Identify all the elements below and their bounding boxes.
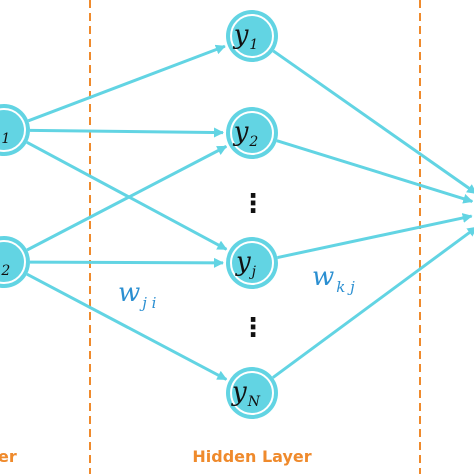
edge-x1-to-y2 (29, 127, 225, 138)
node-yj-circle (226, 237, 278, 289)
node-yN-circle (226, 367, 278, 419)
edge-yj-to-z (277, 213, 473, 260)
node-x2-label: x2 (0, 246, 10, 279)
node-x1: x1 (0, 104, 30, 156)
ellipsis-lower: ⋮ (240, 313, 266, 343)
node-x1-label: x1 (0, 114, 10, 147)
input-layer-label: er (0, 447, 17, 466)
node-yj-inner-ring (230, 241, 274, 285)
node-yN-label: yN (231, 377, 261, 410)
edge-x1-to-yj (26, 140, 228, 251)
ellipsis-upper: ⋮ (240, 189, 266, 219)
edge-x2-to-yj (29, 257, 225, 268)
node-y2-circle (226, 107, 278, 159)
node-x1-inner-ring (0, 108, 26, 152)
node-y1-label: y1 (233, 20, 259, 53)
node-yN-symbol: y (231, 377, 247, 407)
node-yj: yj (226, 237, 278, 289)
node-yN-inner-ring (230, 371, 274, 415)
node-y1-inner-ring (230, 14, 274, 58)
node-x2-symbol: x (0, 246, 1, 276)
node-y2-inner-ring (230, 111, 274, 155)
node-y1-subscript: 1 (249, 37, 258, 53)
node-y1: y1 (226, 10, 278, 62)
node-x2-circle (0, 236, 30, 288)
edge-x2-to-yN (26, 272, 228, 381)
node-x2: x2 (0, 236, 30, 288)
node-y2-subscript: 2 (248, 134, 258, 150)
node-x1-symbol: x (0, 114, 1, 144)
node-y1-circle (226, 10, 278, 62)
edge-x2-to-y2 (26, 145, 228, 252)
node-yN-subscript: N (247, 394, 261, 410)
node-yN: yN (226, 367, 278, 419)
edges (26, 44, 474, 381)
node-yj-symbol: y (235, 247, 251, 277)
node-y2-label: y2 (233, 117, 259, 150)
weight-kj-symbol: w (312, 262, 334, 292)
node-y1-symbol: y (233, 20, 249, 50)
edge-y2-to-z (276, 139, 474, 204)
weight-ji-symbol: w (118, 278, 140, 308)
node-x2-inner-ring (0, 240, 26, 284)
weight-ji-subscript: j i (139, 294, 156, 312)
edge-x1-to-y1 (27, 44, 226, 123)
edge-y1-to-z (272, 49, 474, 194)
nodes: x1x2y1y2yjyN (0, 10, 278, 419)
node-yj-subscript: j (249, 264, 257, 280)
weight-kj-subscript: k j (336, 278, 355, 296)
edge-yN-to-z (272, 226, 474, 379)
node-x1-circle (0, 104, 30, 156)
node-x2-subscript: 2 (0, 263, 10, 279)
node-y2: y2 (226, 107, 278, 159)
node-y2-symbol: y (233, 117, 249, 147)
hidden-layer-label: Hidden Layer (192, 447, 311, 466)
node-yj-label: yj (235, 247, 257, 280)
node-x1-subscript: 1 (1, 131, 10, 147)
